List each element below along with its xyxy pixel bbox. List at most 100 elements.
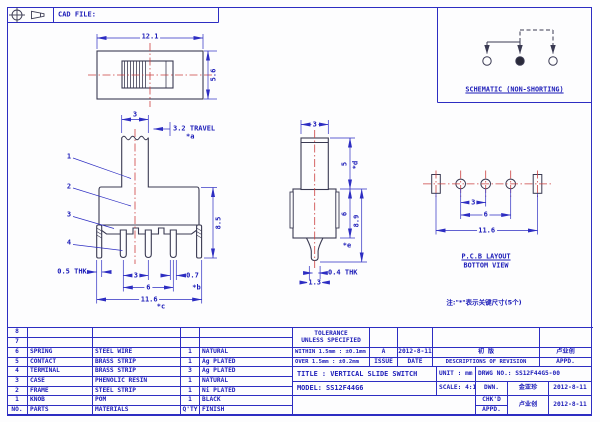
tolerance-over: OVER 1.5mm : ±0.2mm: [293, 358, 370, 367]
table-cell: [28, 328, 93, 338]
table-cell: [93, 338, 181, 348]
dim-side-body-height: 6: [340, 211, 348, 216]
table-cell: NATURAL: [200, 348, 293, 358]
table-cell: Ni PLATED: [200, 387, 293, 396]
table-cell: 4: [7, 367, 28, 377]
table-cell: 8: [7, 328, 28, 338]
dim-pcb-pitch: 3: [469, 198, 477, 206]
callout-2: 2: [66, 182, 72, 190]
tolerance-cell: TOLERANCE UNLESS SPECIFIED: [293, 328, 370, 348]
key-dim-d: *d: [351, 160, 360, 169]
checked-date: 2012-8-11: [549, 396, 592, 416]
approved-label: APPD.: [540, 358, 592, 367]
dim-front-terminal-width: 0.7: [186, 271, 199, 279]
key-dim-a: *a: [186, 132, 195, 141]
table-header-no: NO.: [7, 406, 28, 416]
dim-pcb-width: 11.6: [476, 226, 497, 234]
dim-side-knob-width: 3: [311, 120, 319, 128]
table-cell: STEEL STRIP: [93, 387, 181, 396]
table-cell: Ag PLATED: [200, 358, 293, 367]
drawn-date: 2012-8-11: [549, 382, 592, 396]
empty-cell: [293, 396, 476, 416]
checked-name: 卢业创: [508, 396, 549, 416]
common-terminal-circle: [515, 56, 525, 66]
table-header-materials: MATERIALS: [93, 406, 181, 416]
pcb-caption-2: BOTTOM VIEW: [463, 261, 509, 269]
table-cell: 1: [7, 396, 28, 406]
table-cell: CASE: [28, 377, 93, 387]
drawing-number: DRWG NO.: SS12F44G5-00: [476, 367, 592, 382]
revision-description-value: 初 版: [433, 348, 540, 358]
dim-side-knob-height: 5: [340, 161, 348, 166]
table-header-qty: Q'TY: [181, 406, 200, 416]
table-cell: BRASS STRIP: [93, 367, 181, 377]
side-view: [289, 137, 340, 262]
terminal-circle: [548, 56, 558, 66]
empty-cell: [540, 328, 592, 348]
table-cell: PHENOLIC RESIN: [93, 377, 181, 387]
table-cell: 1: [181, 348, 200, 358]
terminal-circle: [482, 56, 492, 66]
empty-cell: [370, 328, 398, 348]
unit-cell: UNIT : mm: [437, 367, 476, 382]
table-cell: KNOB: [28, 396, 93, 406]
cad-file-label: CAD FILE:: [58, 10, 96, 19]
table-cell: Ag PLATED: [200, 367, 293, 377]
table-cell: POM: [93, 396, 181, 406]
issue-label: ISSUE: [370, 358, 398, 367]
table-cell: [200, 328, 293, 338]
table-cell: 1: [181, 396, 200, 406]
tolerance-line-2: UNLESS SPECIFIED: [301, 337, 361, 344]
drawn-label: DWN.: [476, 382, 508, 396]
pcb-caption: P.C.B LAYOUT: [461, 252, 511, 260]
revision-description-label: DESCRIPTIONS OF REVISION: [433, 358, 540, 367]
table-cell: CONTACT: [28, 358, 93, 367]
dim-front-pitch: 3: [132, 271, 140, 279]
front-view: [96, 135, 203, 259]
dim-front-knob-width: 3: [132, 110, 138, 118]
tolerance-within: WITHIN 1.5mm : ±0.1mm: [293, 348, 370, 358]
table-cell: [28, 338, 93, 348]
dim-front-thk: 0.5 THK: [57, 267, 87, 276]
callout-4: 4: [66, 238, 72, 247]
first-angle-projection-icon: [9, 7, 45, 23]
drawing-title: TITLE : VERTICAL SLIDE SWITCH: [293, 367, 437, 382]
table-header-parts: PARTS: [28, 406, 93, 416]
table-cell: [93, 328, 181, 338]
table-cell: 5: [7, 358, 28, 367]
table-cell: 6: [7, 348, 28, 358]
table-cell: [200, 338, 293, 348]
table-cell: [181, 328, 200, 338]
empty-cell: [398, 328, 433, 348]
table-header-finish: FINISH: [200, 406, 293, 416]
callout-1: 1: [66, 152, 72, 160]
key-dims-note: 注:"*"表示关键尺寸(5个): [446, 298, 522, 307]
date-value: 2012-8-11: [398, 348, 433, 358]
table-cell: SPRING: [28, 348, 93, 358]
dim-front-span: 6: [144, 283, 152, 291]
table-cell: 3: [181, 367, 200, 377]
approved-name: 卢业创: [540, 348, 592, 358]
dim-pcb-span: 6: [482, 210, 490, 219]
table-cell: [181, 338, 200, 348]
scale-cell: SCALE: 4:1: [437, 382, 476, 396]
dim-side-tip: 1.3: [306, 278, 323, 286]
header-box-lines: [7, 7, 592, 103]
table-cell: 1: [181, 358, 200, 367]
dim-front-travel: 3.2 TRAVEL: [173, 124, 216, 132]
empty-cell: [433, 328, 540, 348]
table-cell: FRAME: [28, 387, 93, 396]
dim-topview-height: 5.6: [209, 68, 217, 82]
tolerance-line-1: TOLERANCE: [314, 329, 348, 337]
table-cell: 1: [181, 377, 200, 387]
table-cell: 3: [7, 377, 28, 387]
checked-label: CHK'D: [476, 396, 508, 406]
drawing-border-frame: [7, 7, 592, 415]
table-cell: 1: [181, 387, 200, 396]
schematic-caption: SCHEMATIC (NON-SHORTING): [465, 85, 564, 94]
table-cell: NATURAL: [200, 377, 293, 387]
table-cell: BLACK: [200, 396, 293, 406]
dim-side-thk: 0.4 THK: [328, 268, 358, 277]
